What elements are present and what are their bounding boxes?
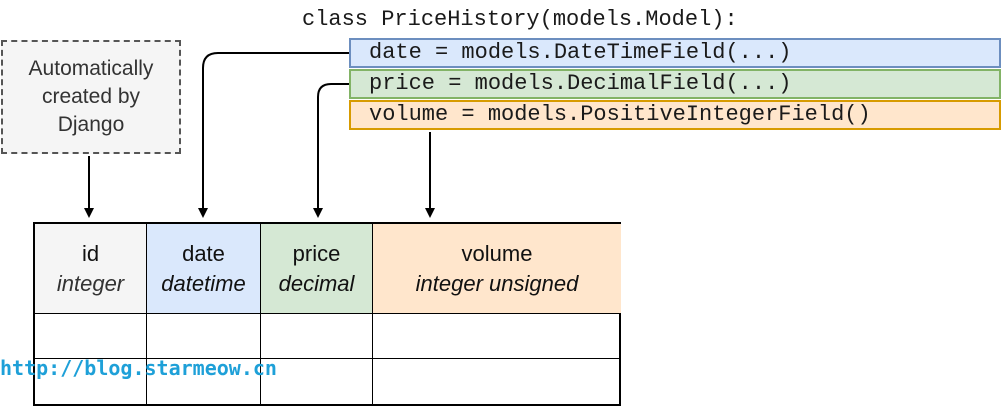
column-type: integer — [56, 270, 125, 296]
table-cell — [35, 314, 147, 359]
note-line: Django — [57, 113, 125, 136]
column-name: date — [182, 240, 225, 266]
table-cell — [261, 314, 373, 359]
field-price: price = models.DecimalField(...) — [349, 69, 1001, 99]
column-type: decimal — [278, 270, 355, 296]
table-cell — [373, 359, 621, 404]
arrow-date-field-to-date-column — [198, 52, 349, 218]
column-name: price — [292, 240, 341, 266]
class-declaration: class PriceHistory(models.Model): — [302, 7, 738, 32]
field-date: date = models.DateTimeField(...) — [349, 38, 1001, 68]
table-cell — [147, 314, 261, 359]
column-type: integer unsigned — [415, 270, 579, 296]
column-header-price: price decimal — [261, 224, 373, 314]
column-header-volume: volume integer unsigned — [373, 224, 621, 314]
column-type: datetime — [161, 270, 246, 296]
arrow-price-field-to-price-column — [313, 83, 349, 218]
note-line: Automatically — [28, 57, 154, 80]
note-line: created by — [41, 85, 141, 108]
auto-created-note: Automatically created by Django — [1, 40, 181, 154]
field-volume: volume = models.PositiveIntegerField() — [349, 100, 1001, 130]
column-name: volume — [461, 240, 533, 266]
table-cell — [147, 359, 261, 404]
column-name: id — [81, 240, 100, 266]
table-cell — [373, 314, 621, 359]
table-cell — [261, 359, 373, 404]
table-cell — [35, 359, 147, 404]
watermark: http://blog.starmeow.cn — [0, 356, 277, 380]
database-table: id integer date datetime price decimal v… — [33, 222, 621, 406]
column-header-date: date datetime — [147, 224, 261, 314]
column-header-id: id integer — [35, 224, 147, 314]
